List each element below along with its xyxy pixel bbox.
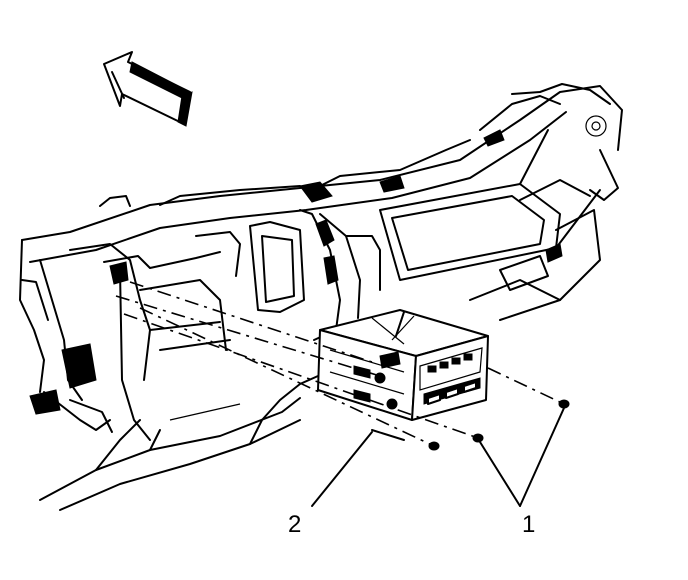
radio-unit xyxy=(317,309,489,441)
callout-1-label: 1 xyxy=(522,511,535,538)
callout-2-label: 2 xyxy=(288,511,301,538)
instrument-panel-frame xyxy=(19,83,623,511)
leader-lines xyxy=(311,407,565,507)
forward-direction-arrow-icon xyxy=(103,51,193,127)
screw-2 xyxy=(472,433,484,443)
installation-lines xyxy=(115,281,565,447)
screw-1 xyxy=(558,399,570,409)
